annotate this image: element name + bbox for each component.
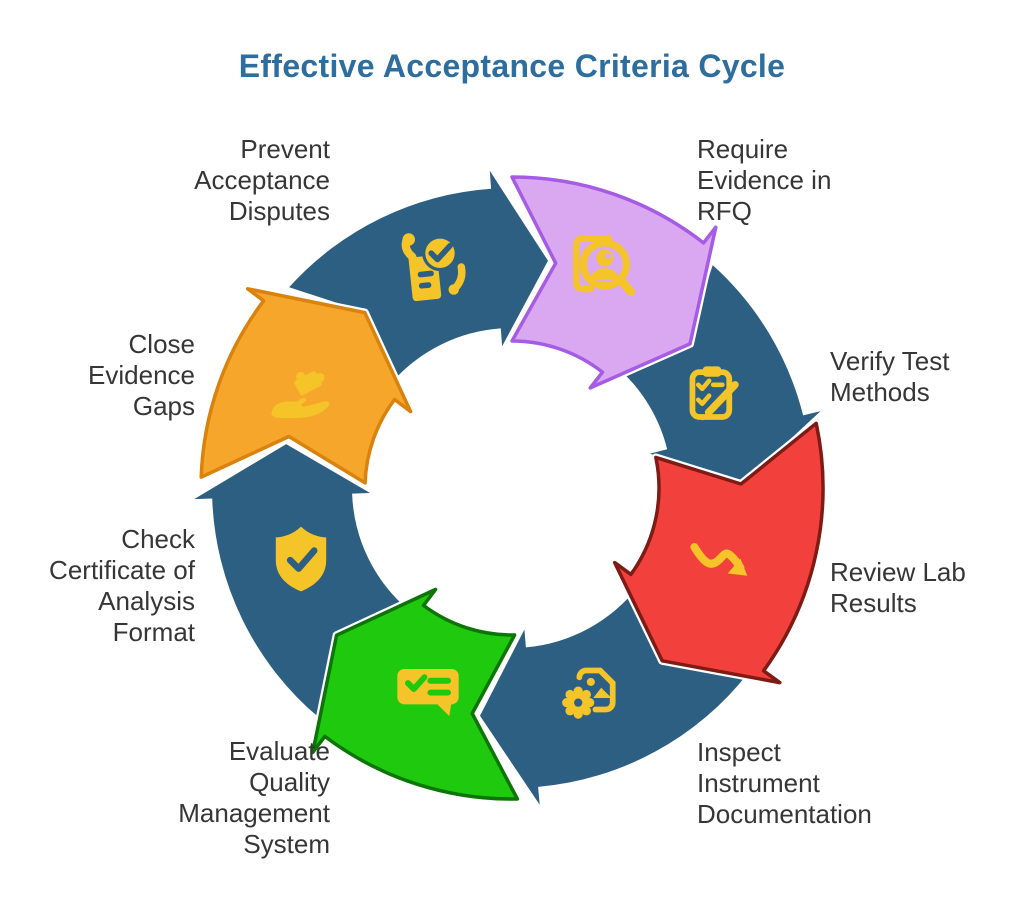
trend-down-arrow-icon	[690, 543, 748, 576]
step-label-prevent-acceptance-disputes: Prevent Acceptance Disputes	[194, 134, 330, 226]
clipboard-checklist-pencil-icon	[689, 366, 739, 421]
chat-checklist-icon	[397, 668, 459, 717]
document-search-person-icon	[572, 235, 636, 296]
step-label-require-evidence-in-rfq: Require Evidence in RFQ	[697, 134, 832, 226]
approved-document-icon	[401, 233, 466, 302]
image-document-gear-icon	[562, 667, 616, 719]
hand-puzzle-icon	[271, 371, 330, 418]
arrow-review-lab-results	[610, 419, 827, 687]
step-label-review-lab-results: Review Lab Results	[830, 557, 966, 618]
step-label-inspect-instrument-documentation: Inspect Instrument Documentation	[697, 737, 872, 829]
page-title: Effective Acceptance Criteria Cycle	[238, 48, 786, 84]
step-label-check-certificate-of-analysis-format: Check Certificate of Analysis Format	[49, 524, 195, 647]
step-label-evaluate-quality-management-system: Evaluate Quality Management System	[178, 736, 330, 859]
step-label-verify-test-methods: Verify Test Methods	[830, 346, 950, 407]
step-label-close-evidence-gaps: Close Evidence Gaps	[88, 329, 195, 421]
shield-check-icon	[275, 526, 327, 592]
